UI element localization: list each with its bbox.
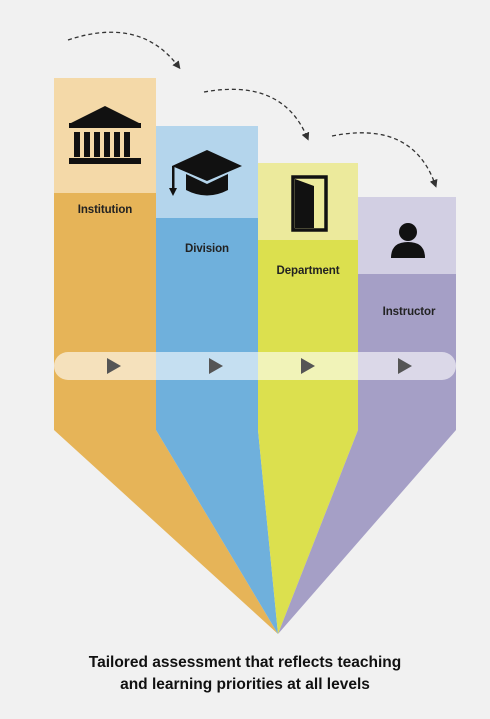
dashed-arrow-icon bbox=[67, 31, 181, 70]
band-bar bbox=[54, 352, 456, 380]
institution-column bbox=[54, 193, 278, 634]
level-institution bbox=[54, 78, 278, 634]
department-label: Department bbox=[276, 265, 340, 277]
institution-label: Institution bbox=[77, 204, 133, 216]
division-label: Division bbox=[185, 243, 229, 255]
dashed-arrow-icon bbox=[203, 88, 310, 141]
department-column bbox=[258, 240, 358, 634]
division-column bbox=[156, 218, 278, 634]
caption-line-1: Tailored assessment that reflects teachi… bbox=[88, 654, 402, 671]
instructor-label: Instructor bbox=[382, 306, 436, 318]
level-department bbox=[258, 163, 358, 634]
person-icon bbox=[391, 223, 425, 258]
level-division bbox=[156, 126, 278, 634]
caption-line-2: and learning priorities at all levels bbox=[120, 676, 370, 693]
play-arrow-icon bbox=[301, 358, 315, 374]
graduation-cap-icon bbox=[169, 150, 242, 196]
dashed-arrow-icon bbox=[331, 132, 438, 188]
flow-arrows bbox=[67, 31, 438, 188]
diagram-caption: Tailored assessment that reflects teachi… bbox=[0, 652, 490, 696]
play-arrow-icon bbox=[398, 358, 412, 374]
door-icon bbox=[291, 175, 328, 232]
play-arrow-icon bbox=[209, 358, 223, 374]
play-arrow-icon bbox=[107, 358, 121, 374]
institution-building-icon bbox=[69, 106, 141, 164]
progress-band bbox=[54, 352, 456, 380]
